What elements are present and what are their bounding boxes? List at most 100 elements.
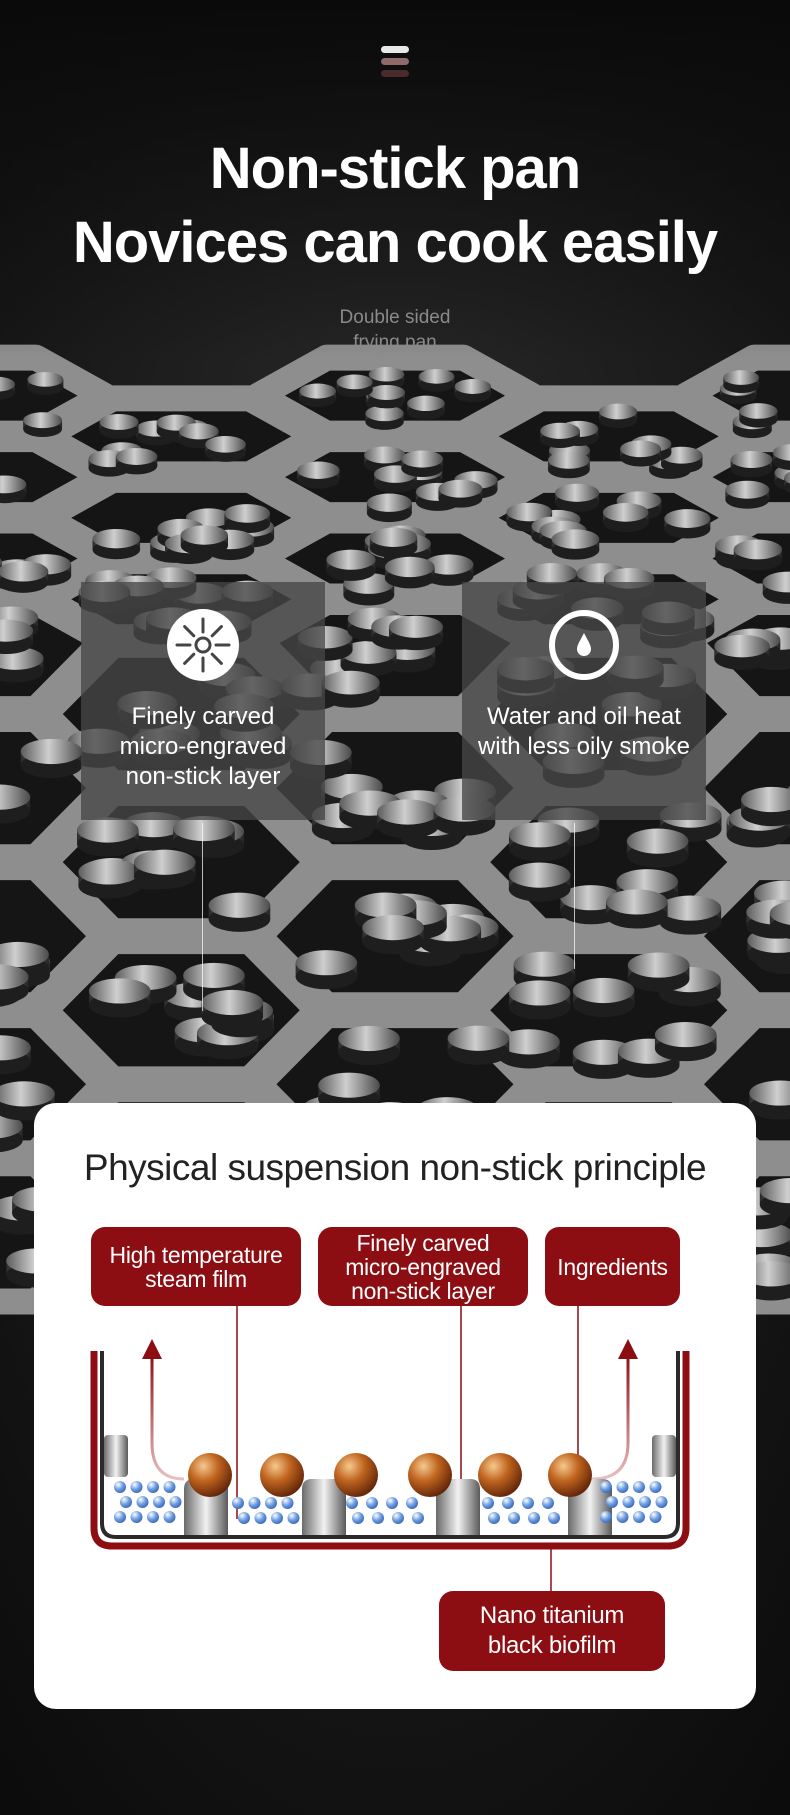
metal-stud <box>572 977 635 1018</box>
metal-stud <box>654 1021 717 1062</box>
pan-cross-section-diagram <box>90 1306 690 1591</box>
metal-stud <box>418 369 455 392</box>
steam-bubble <box>287 1512 300 1524</box>
metal-stud <box>730 450 773 478</box>
metal-stud <box>0 619 34 655</box>
steam-bubble <box>548 1512 560 1524</box>
metal-stud <box>0 1035 31 1075</box>
steam-bubble <box>522 1497 534 1509</box>
feature-text-engraved-layer: Finely carved micro-engraved non-stick l… <box>119 703 287 790</box>
metal-stud <box>365 405 404 430</box>
steam-bubble <box>633 1481 645 1493</box>
metal-stud <box>88 978 151 1018</box>
steam-bubble <box>622 1496 635 1508</box>
steam-bubble <box>120 1496 132 1508</box>
steam-bubble <box>649 1511 662 1523</box>
steam-arrow-left-head <box>142 1339 162 1359</box>
metal-stud <box>23 412 63 437</box>
steam-bubble <box>352 1512 364 1524</box>
metal-stud <box>183 962 245 1003</box>
metal-stud <box>661 446 703 474</box>
ingredient-ball <box>548 1453 592 1497</box>
metal-stud <box>0 964 29 1004</box>
steam-bubble <box>639 1496 651 1508</box>
steam-bubble <box>114 1511 126 1523</box>
metal-stud <box>0 475 27 504</box>
ingredient-ball <box>408 1453 452 1497</box>
metal-stud <box>115 447 158 475</box>
metal-stud <box>173 815 235 856</box>
metal-stud <box>78 859 140 899</box>
metal-stud <box>77 817 139 857</box>
steam-bubble <box>232 1497 244 1509</box>
metal-stud <box>224 504 271 534</box>
subtitle-line-2: frying pan <box>353 332 437 353</box>
feature-text-oil-smoke: Water and oil heat with less oily smoke <box>477 703 691 760</box>
metal-stud <box>438 479 483 508</box>
steam-bubble <box>386 1497 398 1509</box>
steam-bubble <box>114 1481 126 1493</box>
metal-stud <box>368 384 405 409</box>
metal-stud <box>454 379 492 403</box>
steam-bubble <box>130 1511 143 1523</box>
label-engraved-layer: Finely carved micro-engraved non-stick l… <box>318 1227 528 1306</box>
metal-stud <box>424 554 474 586</box>
metal-stud <box>723 370 760 394</box>
steam-bubble <box>366 1497 378 1509</box>
steam-bubble <box>600 1481 612 1493</box>
steam-bubble <box>136 1496 149 1508</box>
metal-stud <box>508 822 571 862</box>
steam-bubble <box>542 1497 554 1509</box>
engraved-bump <box>436 1479 480 1535</box>
metal-stud <box>326 549 376 581</box>
metal-stud <box>714 634 770 670</box>
metal-stud <box>769 901 790 939</box>
steam-bubble <box>508 1512 520 1524</box>
steam-bubble <box>163 1481 176 1493</box>
metal-stud <box>364 446 406 473</box>
metal-stud <box>0 561 49 593</box>
pan-outer-wall <box>90 1351 690 1550</box>
steam-arrow-right-head <box>618 1339 638 1359</box>
metal-stud <box>205 436 246 462</box>
metal-stud <box>498 1029 560 1069</box>
steam-bubble <box>488 1512 500 1524</box>
metal-stud <box>99 413 139 439</box>
principle-card: Physical suspension non-stick principle <box>34 1103 756 1709</box>
steam-bubble <box>528 1512 540 1524</box>
steam-bubble <box>633 1511 645 1523</box>
steam-bubble <box>147 1511 159 1523</box>
sun-burst-icon <box>167 609 239 681</box>
metal-stud <box>598 403 638 429</box>
metal-stud <box>605 889 668 929</box>
metal-stud <box>739 403 778 428</box>
metal-stud <box>0 784 31 824</box>
metal-stud <box>27 372 64 395</box>
metal-stud <box>659 895 722 935</box>
steam-bubble <box>153 1496 165 1508</box>
feature-card-engraved-layer: Finely carved micro-engraved non-stick l… <box>81 582 325 820</box>
metal-stud <box>338 1025 400 1066</box>
metal-stud <box>749 1080 790 1120</box>
steam-arrow-right <box>591 1353 630 1481</box>
label-steam-film: High temperature steam film <box>91 1227 301 1306</box>
steam-bubble <box>169 1496 182 1508</box>
metal-stud <box>0 376 16 400</box>
metal-stud <box>362 915 424 955</box>
metal-stud <box>366 493 412 523</box>
ingredient-ball <box>188 1453 232 1497</box>
steam-bubble <box>606 1496 618 1508</box>
steam-bubble <box>238 1512 250 1524</box>
steam-bubble <box>265 1497 277 1509</box>
metal-stud <box>547 451 590 479</box>
page-headline: Non-stick pan Novices can cook easily <box>0 132 790 280</box>
steam-bubbles <box>114 1481 668 1524</box>
metal-stud <box>627 952 690 992</box>
subtitle: Double sided frying pan <box>295 305 495 355</box>
metal-stud <box>407 395 445 420</box>
steam-bubble <box>271 1512 283 1524</box>
metal-stud <box>180 525 229 556</box>
steam-bubble <box>412 1512 424 1524</box>
metal-stud <box>133 849 196 889</box>
metal-stud <box>297 461 340 489</box>
